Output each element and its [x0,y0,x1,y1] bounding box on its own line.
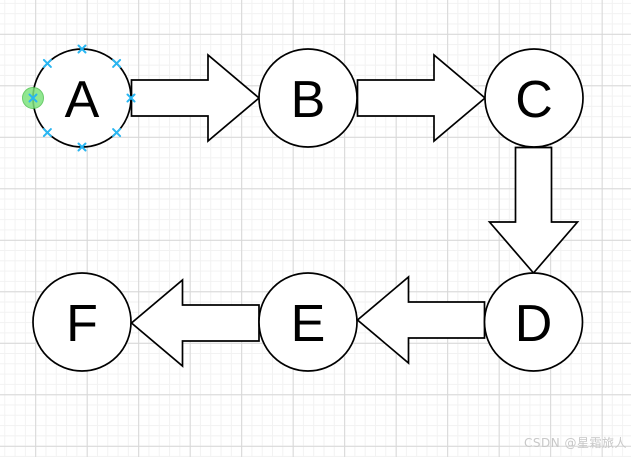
node-f-label: F [66,295,98,353]
node-d-circle[interactable] [483,272,584,372]
node-d[interactable]: D [483,272,584,372]
connection-point-southwest-icon[interactable] [42,128,52,138]
connection-point-southeast-icon[interactable] [112,128,122,138]
node-f[interactable]: F [32,272,132,372]
node-b[interactable]: B [258,48,358,148]
arrow-a-b[interactable] [130,53,261,143]
connection-point-northwest-icon[interactable] [42,58,52,68]
node-e-circle[interactable] [258,272,358,372]
connection-point-north-icon[interactable] [77,44,87,54]
node-c[interactable]: C [484,48,584,148]
node-e-label: E [291,295,326,353]
connection-point-east-icon[interactable] [126,93,136,103]
arrow-e-f[interactable] [130,278,260,368]
node-a-label: A [65,71,100,129]
node-a[interactable]: A [32,48,132,148]
watermark: CSDN @星霜旅人 [523,436,627,450]
node-b-circle[interactable] [258,48,358,148]
connection-point-west-icon[interactable] [28,93,38,103]
connection-point-northeast-icon[interactable] [112,58,122,68]
node-e[interactable]: E [258,272,358,372]
node-f-circle[interactable] [32,272,132,372]
arrow-c-d[interactable] [487,146,580,275]
node-d-label: D [515,295,553,353]
node-b-label: B [291,71,326,129]
connection-point-south-icon[interactable] [77,142,87,152]
node-a-connection-points [22,44,136,152]
arrow-d-e[interactable] [356,275,486,365]
node-c-label: C [515,71,553,129]
arrow-b-c[interactable] [356,53,487,143]
node-c-circle[interactable] [484,48,584,148]
